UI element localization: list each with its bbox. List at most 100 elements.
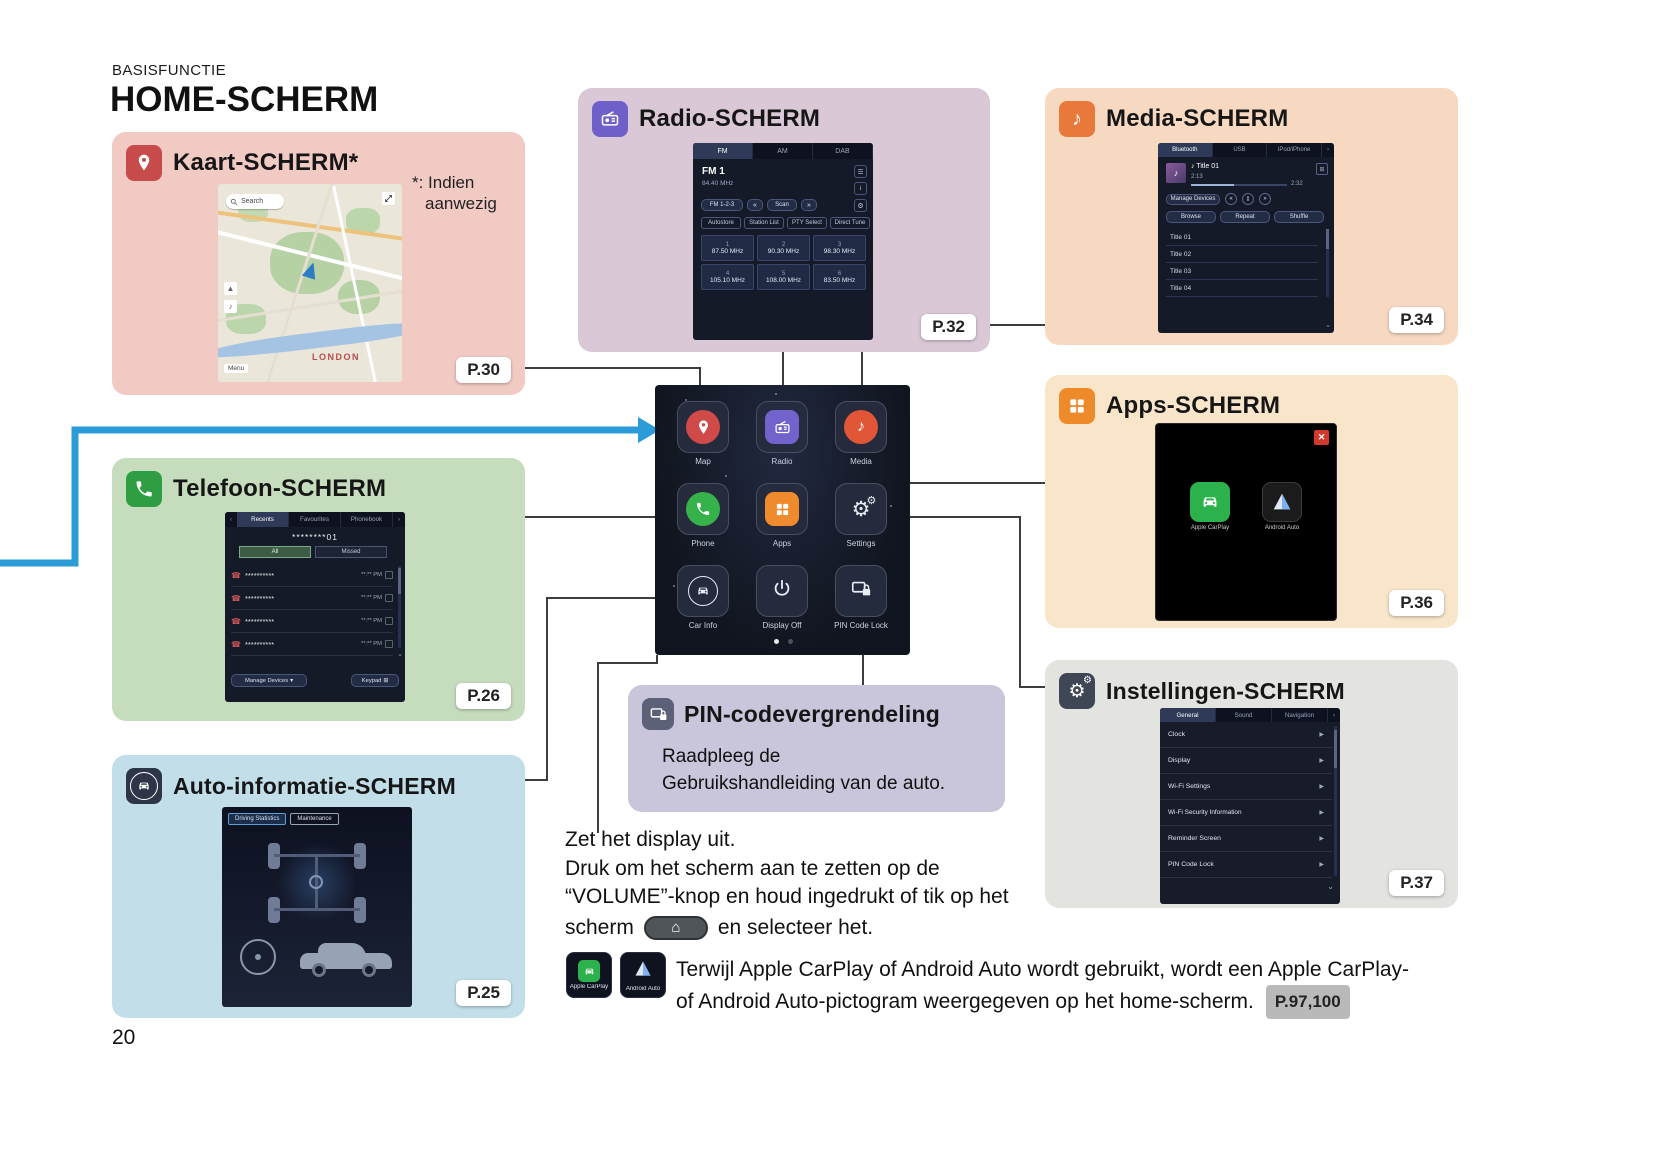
now-playing-title: ♪ Title 01 xyxy=(1191,163,1220,170)
phone-icon xyxy=(686,492,720,526)
apple-carplay-icon xyxy=(578,960,600,982)
missed-call-icon: ☎ xyxy=(231,639,241,649)
panel-radio-title: Radio-SCHERM xyxy=(639,105,821,132)
page-ref-p36[interactable]: P.36 xyxy=(1389,590,1444,616)
chevron-down-icon: ⌄ xyxy=(397,651,403,658)
page-ref-p97-100[interactable]: P.97,100 xyxy=(1265,985,1350,1019)
message-icon xyxy=(385,571,393,579)
android-auto-icon xyxy=(1262,482,1302,522)
media-thumbnail: Bluetooth USB iPod/iPhone › ♪ ♪ Title 01… xyxy=(1158,143,1334,333)
radio-frequency: 84.40 MHz xyxy=(702,180,734,187)
panel-pin: PIN-codevergrendeling Raadpleeg de Gebru… xyxy=(628,685,1005,812)
panel-kaart: Kaart-SCHERM* *: Indien aanwezig Search xyxy=(112,132,525,395)
map-pin-icon xyxy=(686,410,720,444)
wheel xyxy=(354,897,366,923)
settings-tab: General xyxy=(1160,708,1216,722)
track-row: Title 04 xyxy=(1166,280,1318,297)
page-ref-p26[interactable]: P.26 xyxy=(456,683,511,709)
album-art: ♪ xyxy=(1166,163,1186,183)
apps-grid-icon xyxy=(1059,388,1095,424)
progress-track xyxy=(1191,184,1287,186)
gauge-cluster xyxy=(240,939,276,975)
message-icon xyxy=(385,617,393,625)
page-ref-p34[interactable]: P.34 xyxy=(1389,307,1444,333)
total-time: 2:32 xyxy=(1291,181,1303,187)
apps-grid-icon xyxy=(765,492,799,526)
missed-call-icon: ☎ xyxy=(231,616,241,626)
manage-devices-button: Manage Devices▾ xyxy=(231,674,307,687)
home-icon-label: Display Off xyxy=(762,621,802,630)
track-row: Title 01 xyxy=(1166,229,1318,246)
page-ref-p30[interactable]: P.30 xyxy=(456,357,511,383)
chevron-right-icon: ▶ xyxy=(1319,810,1324,816)
pause-icon: || xyxy=(1242,193,1254,205)
map-city-label: LONDON xyxy=(312,352,360,362)
page-ref-p37[interactable]: P.37 xyxy=(1389,870,1444,896)
map-expand-icon xyxy=(382,192,395,205)
scrollbar xyxy=(1326,229,1329,297)
panel-telefoon-title: Telefoon-SCHERM xyxy=(173,475,387,502)
previous-track-icon: « xyxy=(1225,193,1237,205)
map-pin-icon xyxy=(126,145,162,181)
radio-tab: FM xyxy=(693,143,753,159)
call-row: ☎ ********** **:** PM xyxy=(231,610,393,633)
chevron-down-icon: ⌄ xyxy=(1327,882,1334,891)
map-menu-button: Menu xyxy=(224,364,249,373)
home-icon-radio xyxy=(756,401,808,453)
panel-telefoon: Telefoon-SCHERM ‹ Recents Favourites Pho… xyxy=(112,458,525,721)
panel-kaart-title: Kaart-SCHERM* xyxy=(173,149,359,176)
footer-carplay-tile: Apple CarPlay xyxy=(566,952,612,998)
music-note-icon: ♪ xyxy=(1059,101,1095,137)
phone-filter-missed: Missed xyxy=(315,546,387,558)
chevron-right-icon: › xyxy=(1332,711,1336,719)
track-row: Title 03 xyxy=(1166,263,1318,280)
home-icon-map xyxy=(677,401,729,453)
settings-thumbnail: General Sound Navigation › Clock▶ Displa… xyxy=(1160,708,1340,904)
map-thumbnail: Search ▲ ♪ LONDON Menu xyxy=(218,184,402,382)
page-ref-p25[interactable]: P.25 xyxy=(456,980,511,1006)
map-locate-icon: ▲ xyxy=(224,282,237,295)
home-icon-media: ♪ xyxy=(835,401,887,453)
chevron-left-icon: ‹ xyxy=(229,516,233,523)
panel-media-title: Media-SCHERM xyxy=(1106,105,1289,132)
settings-tab: Sound xyxy=(1216,708,1272,722)
scrollbar xyxy=(398,566,401,648)
note-icon: ♪ xyxy=(1191,163,1197,170)
manage-devices-button: Manage Devices xyxy=(1166,193,1220,205)
phone-filter-all: All xyxy=(239,546,311,558)
phone-tab: Phonebook xyxy=(341,512,393,527)
chevron-right-icon: › xyxy=(1327,147,1330,153)
home-icon-settings: ⚙⚙ xyxy=(835,483,887,535)
phone-thumbnail: ‹ Recents Favourites Phonebook › *******… xyxy=(225,512,405,702)
missed-call-icon: ☎ xyxy=(231,593,241,603)
panel-instellingen-title: Instellingen-SCHERM xyxy=(1106,677,1345,704)
media-tab: iPod/iPhone xyxy=(1267,143,1323,157)
footer-note: Terwijl Apple CarPlay of Android Auto wo… xyxy=(676,955,1409,1019)
scrollbar-thumb xyxy=(398,568,401,594)
page-ref-p32[interactable]: P.32 xyxy=(921,314,976,340)
autostore-button: Autostore xyxy=(701,217,741,229)
settings-row: Display▶ xyxy=(1160,748,1332,774)
settings-row: Wi-Fi Security Information▶ xyxy=(1160,800,1332,826)
home-icon-phone xyxy=(677,483,729,535)
display-off-note: Zet het display uit. Druk om het scherm … xyxy=(565,828,1009,940)
gear-icon: ⚙⚙ xyxy=(1059,673,1095,709)
panel-instellingen: ⚙⚙ Instellingen-SCHERM General Sound Nav… xyxy=(1045,660,1458,908)
missed-call-icon: ☎ xyxy=(231,570,241,580)
direct-tune-button: Direct Tune xyxy=(830,217,870,229)
home-icon-label: Phone xyxy=(691,539,715,548)
phone-icon xyxy=(126,471,162,507)
panel-apps: Apps-SCHERM ✕ Apple CarPlay Android Auto xyxy=(1045,375,1458,628)
chevron-right-icon: ▶ xyxy=(1319,836,1324,842)
settings-row: Wi-Fi Settings▶ xyxy=(1160,774,1332,800)
preset-list-icon: ☰ xyxy=(854,165,867,178)
home-icon-apps xyxy=(756,483,808,535)
scan-button: Scan xyxy=(767,199,797,211)
repeat-button: Repeat xyxy=(1220,211,1270,223)
wheel xyxy=(354,843,366,869)
home-icon-pin-code-lock xyxy=(835,565,887,617)
